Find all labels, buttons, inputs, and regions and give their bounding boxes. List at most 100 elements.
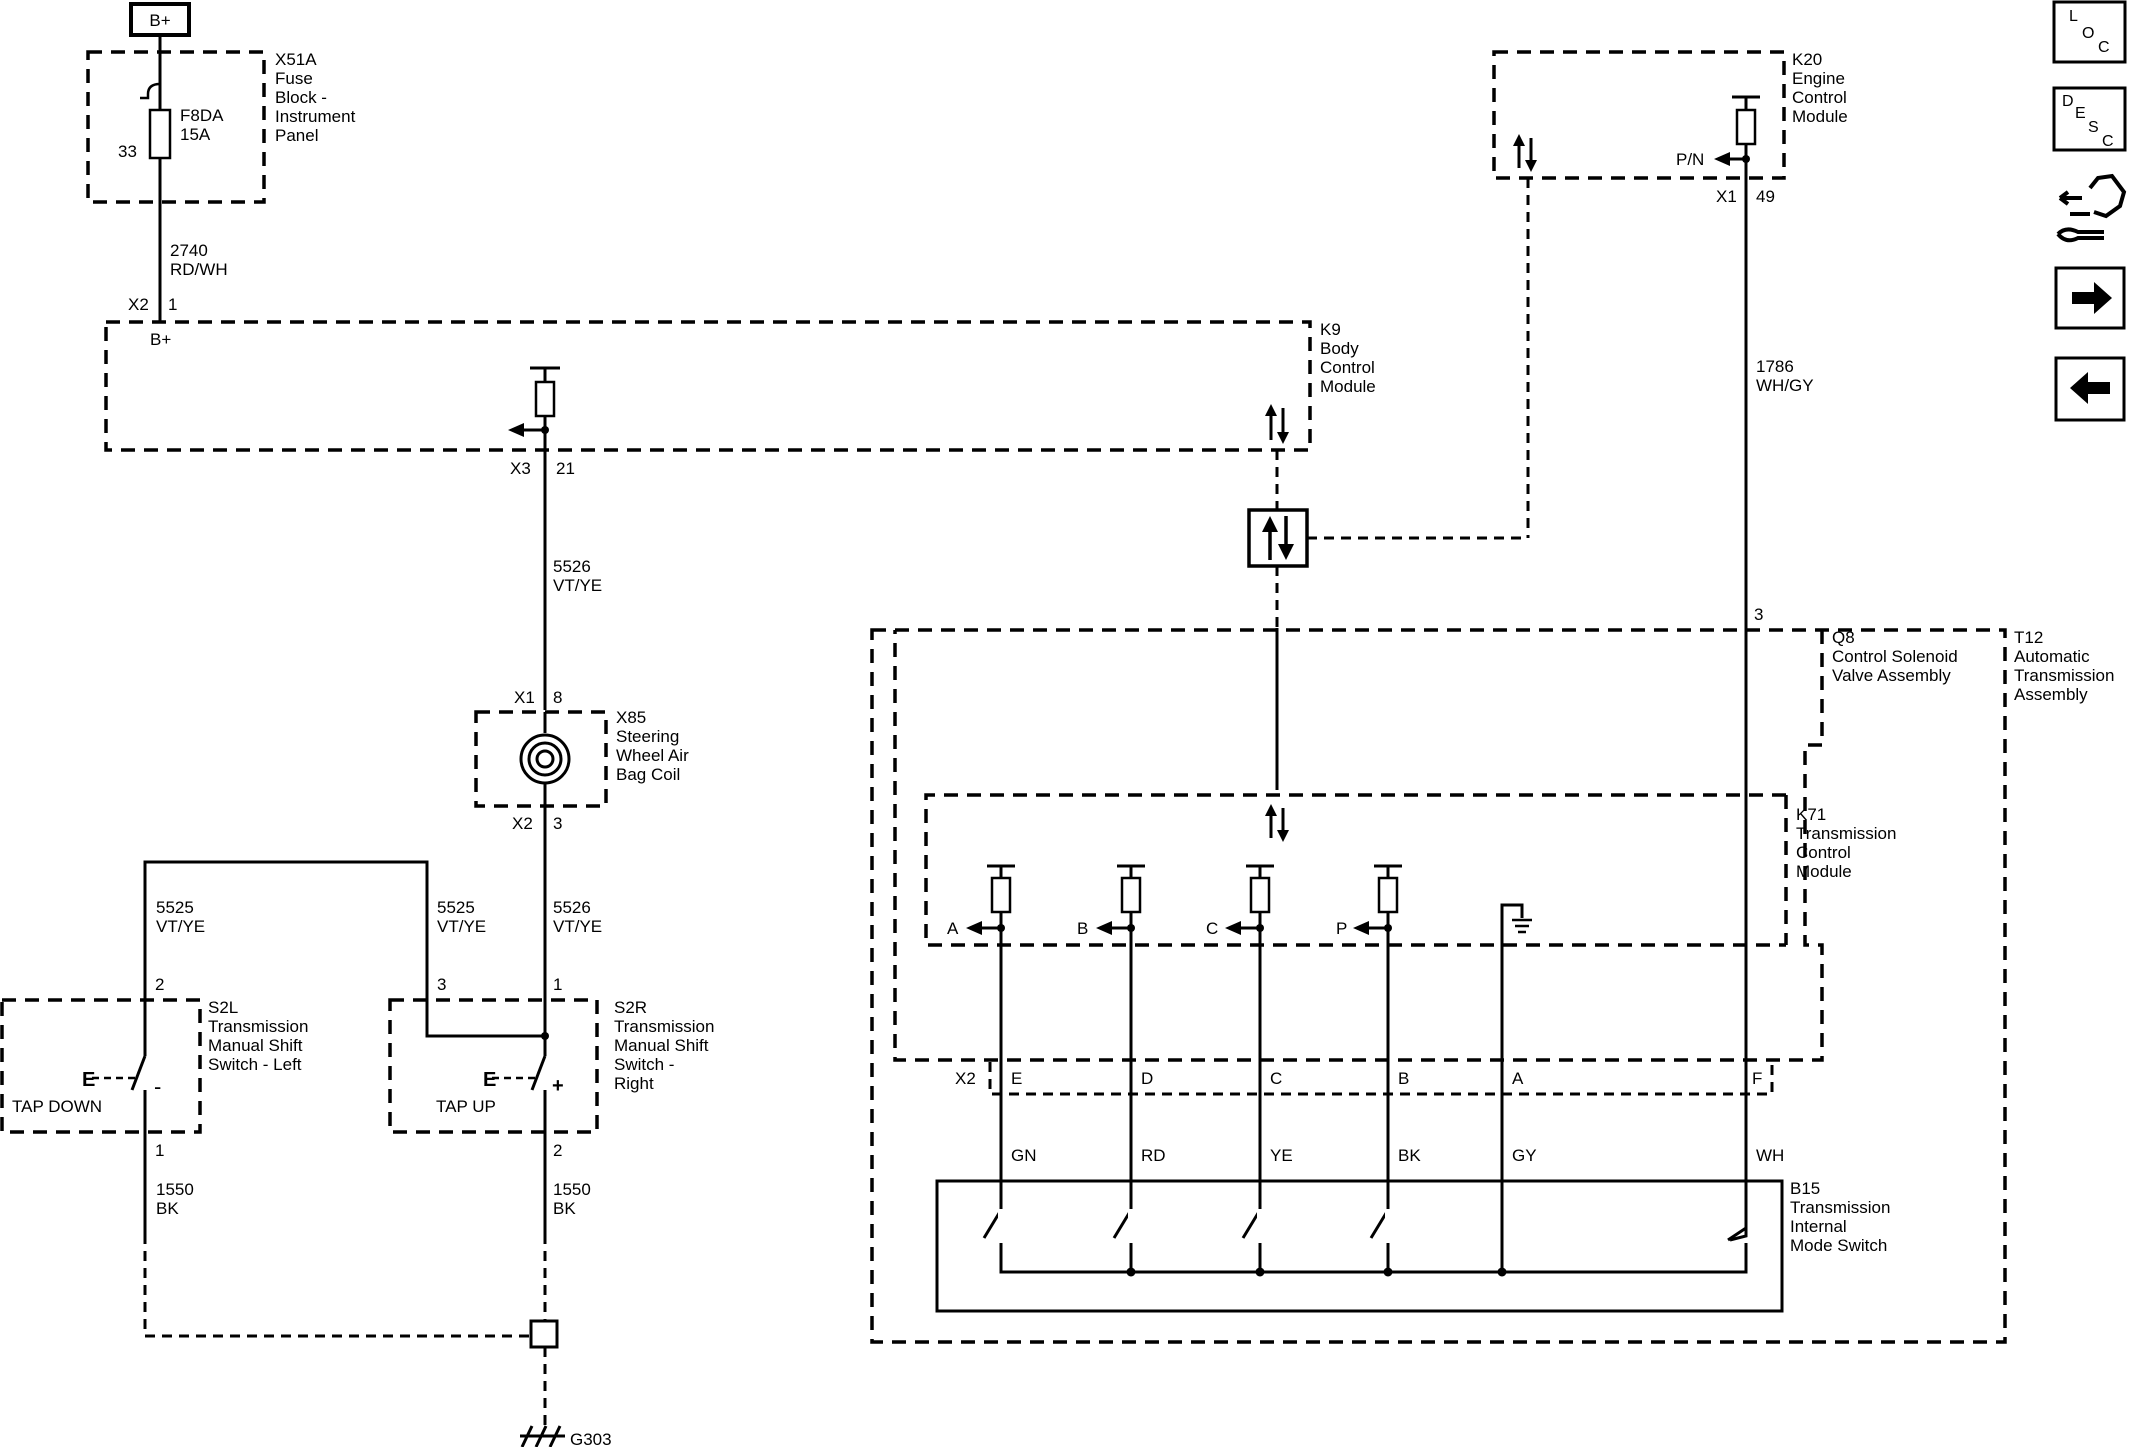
switch-s2r-tap-up: 3 1 E + TAP UP S2R Transmission Manual S… (388, 975, 719, 1160)
bcm-label: K9 Body Control Module (1320, 320, 1380, 396)
ecm-output: P/N (1676, 150, 1704, 169)
svg-text:E: E (2075, 105, 2086, 122)
pullup-resistor-icon (1120, 876, 1142, 914)
s2r-sign: + (552, 1075, 564, 1097)
svg-text:C: C (2102, 133, 2114, 150)
s2l-caption: TAP DOWN (12, 1097, 102, 1116)
wire-5525 (143, 860, 545, 1038)
s2l-label: S2L Transmission Manual Shift Switch - L… (208, 998, 313, 1074)
tcm-input-c-label: C (1206, 919, 1218, 938)
tcm-input-a: A (947, 864, 1015, 1240)
coil-conn-top: X1 (514, 688, 535, 707)
s2l-sign: - (154, 1074, 161, 1099)
b15-label: B15 Transmission Internal Mode Switch (1790, 1179, 1895, 1255)
connector-tool-icon[interactable] (2056, 173, 2127, 243)
fuse-name: F8DA (180, 106, 224, 125)
fuse-pin: 33 (118, 142, 137, 161)
s2r-pin-top: 1 (553, 975, 562, 994)
t12-label: T12 Automatic Transmission Assembly (2014, 628, 2119, 704)
bcm-bplus: B+ (150, 330, 171, 349)
switch-s2l-tap-down: 2 E - TAP DOWN S2L Transmission Manual S… (0, 975, 313, 1160)
x2-pin-a: A (1512, 1069, 1524, 1088)
tcm-input-p-label: P (1336, 919, 1347, 938)
wire-color-wh: WH (1756, 1146, 1784, 1165)
x2-pin-e: E (1011, 1069, 1022, 1088)
t12-pin: 3 (1754, 605, 1763, 624)
transmission-assembly-t12: 3 T12 Automatic Transmission Assembly (870, 605, 2119, 1344)
wire-5525-left-label: 5525 VT/YE (156, 898, 205, 936)
bcm-conn-x2: X2 (128, 295, 149, 314)
arrow-right-icon (2072, 282, 2112, 314)
ecm-output-arrow-icon (1714, 152, 1730, 166)
ecm-data-bus-icon (1513, 134, 1537, 172)
tcm-input-c: C (1206, 864, 1274, 1240)
x2-pin-d: D (1141, 1069, 1153, 1088)
wire-2740-label: 2740 RD/WH (170, 241, 228, 279)
coil-label: X85 Steering Wheel Air Bag Coil (616, 708, 693, 784)
s2r-caption: TAP UP (436, 1097, 496, 1116)
wire-5526-lower-label: 5526 VT/YE (553, 898, 602, 936)
bcm-data-bus-icon (1265, 404, 1289, 444)
wire-color-ye: YE (1270, 1146, 1293, 1165)
bcm-output-arrow-icon (508, 423, 524, 437)
tcm-input-a-label: A (947, 919, 959, 938)
bcm-pin-x3: 21 (556, 459, 575, 478)
wire-1550-right-label: 1550 BK (553, 1180, 596, 1218)
ground-g303: G303 (520, 1319, 612, 1447)
internal-mode-switch-b15: B15 Transmission Internal Mode Switch (935, 1179, 1895, 1313)
clockspring-coil-icon (519, 733, 571, 785)
bcm-pin-x2: 1 (168, 295, 177, 314)
arrow-left-button[interactable] (2054, 356, 2126, 422)
ground-icon (1512, 918, 1532, 934)
fuse-f8da-icon (148, 108, 172, 160)
ground-label: G303 (570, 1430, 612, 1447)
svg-text:O: O (2082, 25, 2094, 42)
wire-5526-upper-label: 5526 VT/YE (553, 557, 602, 595)
wire-1550-left-label: 1550 BK (156, 1180, 199, 1218)
ecm-label: K20 Engine Control Module (1792, 50, 1852, 126)
wire-color-gy: GY (1512, 1146, 1537, 1165)
desc-button[interactable]: D E S C (2052, 86, 2127, 152)
wire-color-bk: BK (1398, 1146, 1421, 1165)
svg-text:C: C (2098, 39, 2110, 56)
svg-text:S: S (2088, 119, 2099, 136)
s2r-pin-left: 3 (437, 975, 446, 994)
ecm-conn: X1 (1716, 187, 1737, 206)
ground-icon (520, 1425, 565, 1447)
engine-control-module-k20: P/N K20 Engine Control Module X1 49 (1492, 50, 1852, 206)
data-bus-splice-icon (1247, 508, 1309, 568)
q8-label: Q8 Control Solenoid Valve Assembly (1832, 628, 1962, 685)
x2-pin-c: C (1270, 1069, 1282, 1088)
arrow-right-button[interactable] (2054, 266, 2126, 330)
bcm-conn-x3: X3 (510, 459, 531, 478)
s2r-pin-bottom: 2 (553, 1141, 562, 1160)
wire-color-gn: GN (1011, 1146, 1037, 1165)
s2l-pin-bottom: 1 (155, 1141, 164, 1160)
tcm-input-p: P (1336, 864, 1402, 1240)
pullup-resistor-icon (1377, 876, 1399, 914)
wire-5525-mid-label: 5525 VT/YE (437, 898, 486, 936)
s2r-label: S2R Transmission Manual Shift Switch - R… (614, 998, 719, 1093)
coil-pin-bottom: 3 (553, 814, 562, 833)
fuse-rating: 15A (180, 125, 211, 144)
fuse-clip-icon (140, 82, 161, 100)
x2-connector-name: X2 (955, 1069, 976, 1088)
bcm-pullup-resistor-icon (534, 380, 556, 418)
svg-text:D: D (2062, 93, 2074, 110)
loc-button[interactable]: L O C (2052, 0, 2127, 64)
battery-source: B+ (129, 2, 191, 52)
s2l-pin-top: 2 (155, 975, 164, 994)
pullup-resistor-icon (990, 876, 1012, 914)
ecm-pullup-resistor-icon (1735, 108, 1757, 146)
x2-pin-b: B (1398, 1069, 1409, 1088)
tcm-data-bus-icon (1265, 804, 1289, 842)
wire-1786-label: 1786 WH/GY (1756, 357, 1814, 395)
tcm-input-b: B (1077, 864, 1145, 1240)
x2-pin-f: F (1752, 1069, 1762, 1088)
tcm-input-b-label: B (1077, 919, 1088, 938)
wire-color-rd: RD (1141, 1146, 1166, 1165)
s2l-actuator-icon: E (82, 1069, 95, 1091)
air-bag-coil-x85: X1 8 X85 Steering Wheel Air Bag Coil X2 … (474, 688, 693, 833)
arrow-left-icon (2070, 372, 2110, 404)
